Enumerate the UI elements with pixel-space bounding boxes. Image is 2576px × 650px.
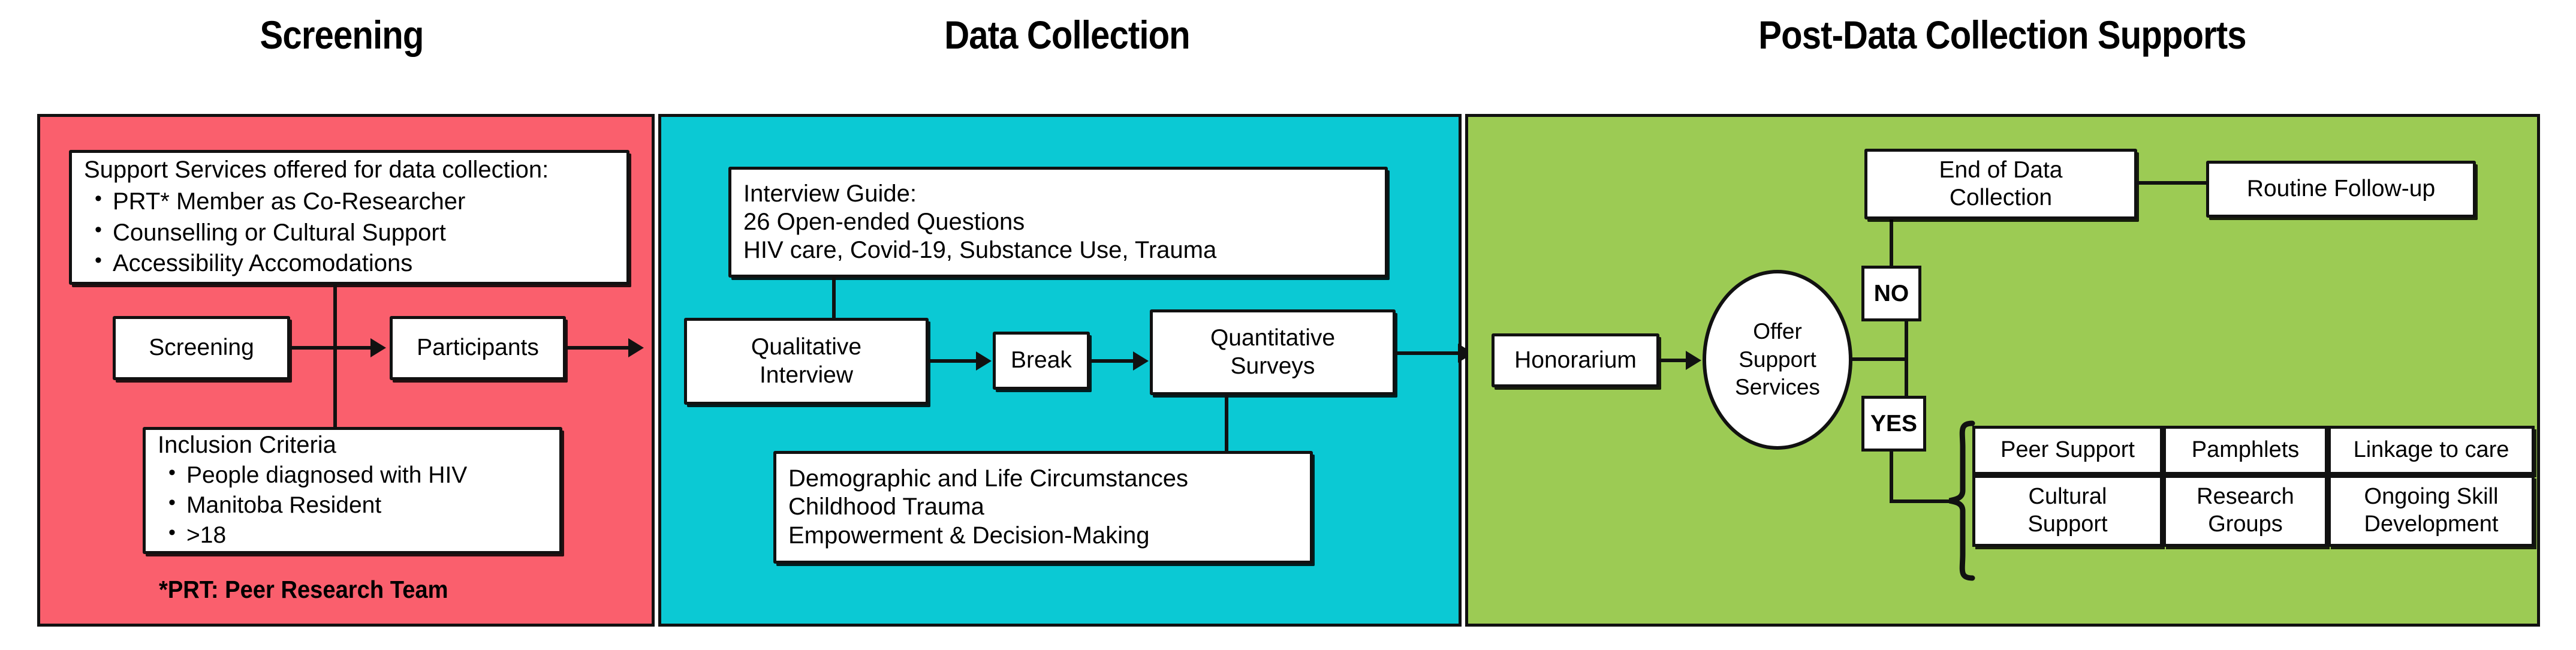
quantitative-surveys-node: Quantitative Surveys: [1150, 309, 1396, 395]
option-cell-peer-support: Peer Support: [1972, 426, 2163, 475]
panel-title-screening: Screening: [260, 13, 424, 57]
option-cell-pamphlets: Pamphlets: [2163, 426, 2328, 475]
qualitative-interview-node: Qualitative Interview: [684, 318, 929, 405]
list-item: Counselling or Cultural Support: [95, 216, 614, 248]
screening-node: Screening: [113, 316, 290, 380]
list-item: Accessibility Accomodations: [95, 248, 614, 279]
survey-topics-box: Demographic and Life Circumstances Child…: [773, 451, 1313, 564]
qualitative-to-break-line: [929, 359, 980, 363]
list-item: People diagnosed with HIV: [168, 460, 547, 490]
prt-footnote: *PRT: Peer Research Team: [159, 576, 448, 603]
honorarium-node: Honorarium: [1492, 333, 1659, 387]
offer-support-services-node: Offer Support Services: [1703, 270, 1852, 450]
option-cell-linkage-to-care: Linkage to care: [2328, 426, 2535, 475]
end-of-data-collection-node: End of Data Collection: [1864, 149, 2137, 219]
routine-follow-up-node: Routine Follow-up: [2206, 161, 2476, 218]
surveys-outgoing-line: [1396, 351, 1462, 355]
decision-spine: [1905, 300, 1908, 432]
screening-to-participants-arrowhead: [370, 338, 386, 357]
honorarium-to-offer-line: [1659, 359, 1689, 362]
option-cell-research-groups: Research Groups: [2163, 475, 2328, 547]
qualitative-to-break-arrowhead: [976, 351, 992, 371]
offer-to-decision-line: [1849, 357, 1908, 361]
end-to-routine-line: [2137, 181, 2209, 185]
no-to-end-connector: [1890, 217, 1893, 268]
inclusion-criteria-list: People diagnosed with HIV Manitoba Resid…: [158, 460, 547, 550]
option-cell-ongoing-skill-development: Ongoing Skill Development: [2328, 475, 2535, 547]
surveys-to-topics-connector: [1225, 395, 1228, 453]
screening-to-participants-line: [290, 346, 374, 350]
panel-title-post-data-collection-supports: Post-Data Collection Supports: [1758, 13, 2246, 57]
list-item: >18: [168, 520, 547, 550]
honorarium-to-offer-arrowhead: [1686, 351, 1701, 370]
break-to-surveys-arrowhead: [1133, 351, 1149, 371]
break-node: Break: [993, 332, 1090, 390]
decision-no-chip: NO: [1861, 266, 1921, 321]
break-to-surveys-line: [1090, 359, 1137, 363]
inclusion-criteria-heading: Inclusion Criteria: [158, 431, 336, 458]
option-cell-cultural-support: Cultural Support: [1972, 475, 2163, 547]
interview-guide-box: Interview Guide: 26 Open-ended Questions…: [728, 167, 1388, 278]
list-item: Manitoba Resident: [168, 490, 547, 520]
options-brace-icon: [1941, 420, 1977, 582]
list-item: PRT* Member as Co-Researcher: [95, 186, 614, 217]
support-services-list: PRT* Member as Co-Researcher Counselling…: [84, 186, 614, 279]
decision-yes-chip: YES: [1861, 396, 1926, 452]
participants-node: Participants: [390, 316, 566, 380]
guide-to-qualitative-connector: [832, 278, 836, 320]
support-services-heading: Support Services offered for data collec…: [84, 157, 549, 183]
yes-down-connector: [1890, 452, 1893, 503]
screening-spine-connector: [333, 285, 337, 429]
inclusion-criteria-box: Inclusion Criteria People diagnosed with…: [143, 427, 562, 554]
support-services-box: Support Services offered for data collec…: [69, 150, 629, 285]
panel-title-data-collection: Data Collection: [944, 13, 1190, 57]
yes-right-connector: [1890, 499, 1956, 503]
participants-outgoing-arrowhead: [628, 338, 644, 357]
participants-outgoing-line: [566, 346, 632, 350]
